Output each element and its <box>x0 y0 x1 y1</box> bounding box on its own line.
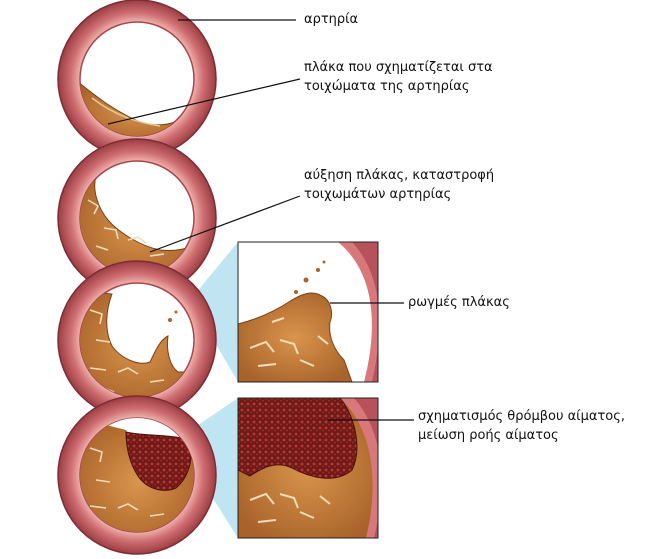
zoom-wedge-rupture <box>190 242 238 382</box>
zoom-box-rupture <box>237 241 379 383</box>
label-plaque-growth: αύξηση πλάκας, καταστροφή τοιχωμάτων αρτ… <box>304 168 495 202</box>
label-plaque-rupture: ρωγμές πλάκας <box>408 295 510 310</box>
leader-line-plaque-growth <box>149 195 301 253</box>
artery-stage-4 <box>57 395 217 555</box>
plaque-thin <box>80 80 194 136</box>
leader-line-plaque-forming <box>107 78 301 125</box>
zoom-box-clot <box>237 397 379 539</box>
artery-stage-1 <box>57 0 217 159</box>
plaque-ruptured <box>80 289 194 397</box>
artery-stage-3 <box>57 260 217 420</box>
label-plaque-forming: πλάκα που σχηματίζεται στα τοιχώματα της… <box>304 60 493 94</box>
label-artery: αρτηρία <box>304 12 359 27</box>
label-clot-formation: σχηματισμός θρόμβου αίματος, μείωση ροής… <box>418 409 625 443</box>
